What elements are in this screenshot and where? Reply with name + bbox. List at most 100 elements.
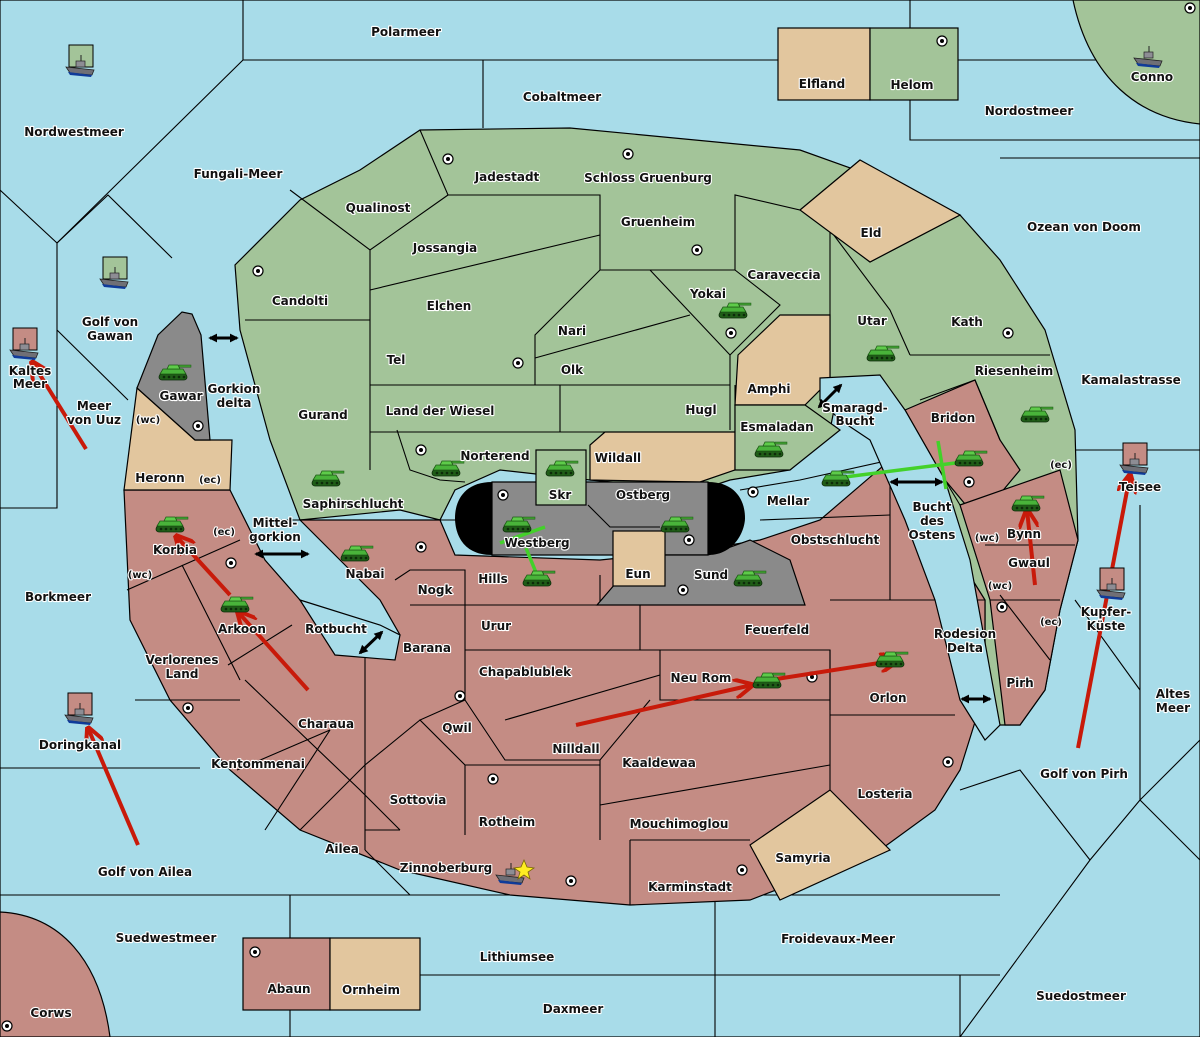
label-skr: Skr — [549, 488, 572, 502]
label-olk: Olk — [561, 363, 584, 377]
label-hills: Hills — [478, 572, 508, 586]
label-nilldall: Nilldall — [552, 742, 599, 756]
label-sottovia: Sottovia — [390, 793, 447, 807]
label-nordwestmeer: Nordwestmeer — [24, 125, 124, 139]
label-neu-rom: Neu Rom — [671, 671, 732, 685]
label-esmaladan: Esmaladan — [740, 420, 813, 434]
territory-eun[interactable] — [612, 530, 666, 587]
label-arkoon: Arkoon — [218, 622, 266, 636]
red-borders — [124, 379, 1075, 905]
label-feuerfeld: Feuerfeld — [745, 623, 810, 637]
label-gwaul: Gwaul — [1008, 556, 1050, 570]
coast-label: (ec) — [1050, 460, 1072, 471]
label-utar: Utar — [857, 314, 887, 328]
label-mouchimoglou: Mouchimoglou — [630, 817, 729, 831]
label-wildall: Wildall — [595, 451, 641, 465]
label-rotbucht: Rotbucht — [305, 622, 367, 636]
label-teisee: Teisee — [1119, 480, 1161, 494]
label-kupfer-kueste: Kupfer-Küste — [1081, 605, 1131, 633]
label-gruenheim: Gruenheim — [621, 215, 695, 229]
label-elfland: Elfland — [799, 77, 845, 91]
label-pirh: Pirh — [1006, 676, 1033, 690]
label-schloss-gruenburg: Schloss Gruenburg — [584, 171, 712, 185]
label-sund: Sund — [694, 568, 728, 582]
label-saphirschlucht: Saphirschlucht — [303, 497, 404, 511]
coast-label: (wc) — [975, 533, 999, 544]
label-golf-von-ailea: Golf von Ailea — [98, 865, 192, 879]
map-labels: Polarmeer Cobaltmeer Nordwestmeer Fungal… — [8, 24, 1192, 1021]
territory-samyria[interactable] — [749, 789, 892, 901]
move-order-arrow — [238, 612, 310, 692]
label-daxmeer: Daxmeer — [543, 1002, 604, 1016]
label-yokai: Yokai — [689, 287, 726, 301]
label-kentommenai: Kentommenai — [211, 757, 305, 771]
crossing-markers — [208, 333, 992, 704]
label-mittel-gorkion: Mittel-gorkion — [249, 516, 301, 544]
label-cobaltmeer: Cobaltmeer — [523, 90, 601, 104]
label-bridon: Bridon — [931, 411, 976, 425]
label-abaun: Abaun — [267, 982, 310, 996]
label-nari: Nari — [558, 324, 586, 338]
label-jossangia: Jossangia — [412, 241, 477, 255]
territory-skr[interactable] — [535, 449, 587, 506]
support-order-line — [499, 525, 546, 545]
label-elchen: Elchen — [427, 299, 472, 313]
label-karminstadt: Karminstadt — [648, 880, 732, 894]
label-chapablublek: Chapablublek — [479, 665, 572, 679]
label-ozean-von-doom: Ozean von Doom — [1027, 220, 1141, 234]
label-riesenheim: Riesenheim — [975, 364, 1054, 378]
label-doringkanal: Doringkanal — [39, 738, 121, 752]
label-helom: Helom — [890, 78, 933, 92]
label-suedostmeer: Suedostmeer — [1036, 989, 1126, 1003]
territory-corws[interactable] — [0, 911, 111, 1037]
coast-label: (ec) — [199, 475, 221, 486]
label-conno: Conno — [1131, 70, 1173, 84]
label-borkmeer: Borkmeer — [25, 590, 91, 604]
move-order-arrow — [575, 685, 752, 727]
label-polarmeer: Polarmeer — [371, 25, 441, 39]
label-eld: Eld — [861, 226, 882, 240]
territory-elfland[interactable] — [777, 27, 871, 101]
territory-ornheim[interactable] — [329, 937, 421, 1011]
label-ostberg: Ostberg — [616, 488, 670, 502]
label-corws: Corws — [30, 1006, 71, 1020]
label-eun: Eun — [625, 567, 650, 581]
label-land-der-wiesel: Land der Wiesel — [386, 404, 495, 418]
label-nogk: Nogk — [418, 583, 454, 597]
support-order-line — [936, 440, 948, 490]
territory-eld[interactable] — [799, 159, 962, 263]
coast-label: (wc) — [128, 570, 152, 581]
label-smaragd-bucht: Smaragd-Bucht — [822, 401, 887, 428]
territory-bynn-gwaul[interactable] — [959, 469, 1079, 726]
label-nordostmeer: Nordostmeer — [985, 104, 1074, 118]
label-gawar: Gawar — [159, 389, 202, 403]
sea-smaragd-bucht[interactable] — [819, 374, 1001, 741]
tunnel-east — [708, 482, 745, 555]
fleet-units[interactable] — [9, 44, 1163, 886]
label-suedwestmeer: Suedwestmeer — [116, 931, 217, 945]
label-norterend: Norterend — [460, 449, 529, 463]
label-rotheim: Rotheim — [479, 815, 536, 829]
label-zinnoberburg: Zinnoberburg — [400, 861, 492, 875]
label-fungali-meer: Fungali-Meer — [194, 167, 283, 181]
label-kaaldewaa: Kaaldewaa — [622, 756, 696, 770]
move-order-arrow — [32, 362, 88, 451]
label-charaua: Charaua — [298, 717, 354, 731]
support-order-line — [524, 547, 539, 576]
double-arrow-icon — [358, 630, 384, 655]
label-nabai: Nabai — [346, 567, 385, 581]
label-barana: Barana — [403, 641, 451, 655]
coast-label: (ec) — [213, 527, 235, 538]
coast-label: (ec) — [1040, 617, 1062, 628]
label-candolti: Candolti — [272, 294, 328, 308]
label-westberg: Westberg — [504, 536, 569, 550]
